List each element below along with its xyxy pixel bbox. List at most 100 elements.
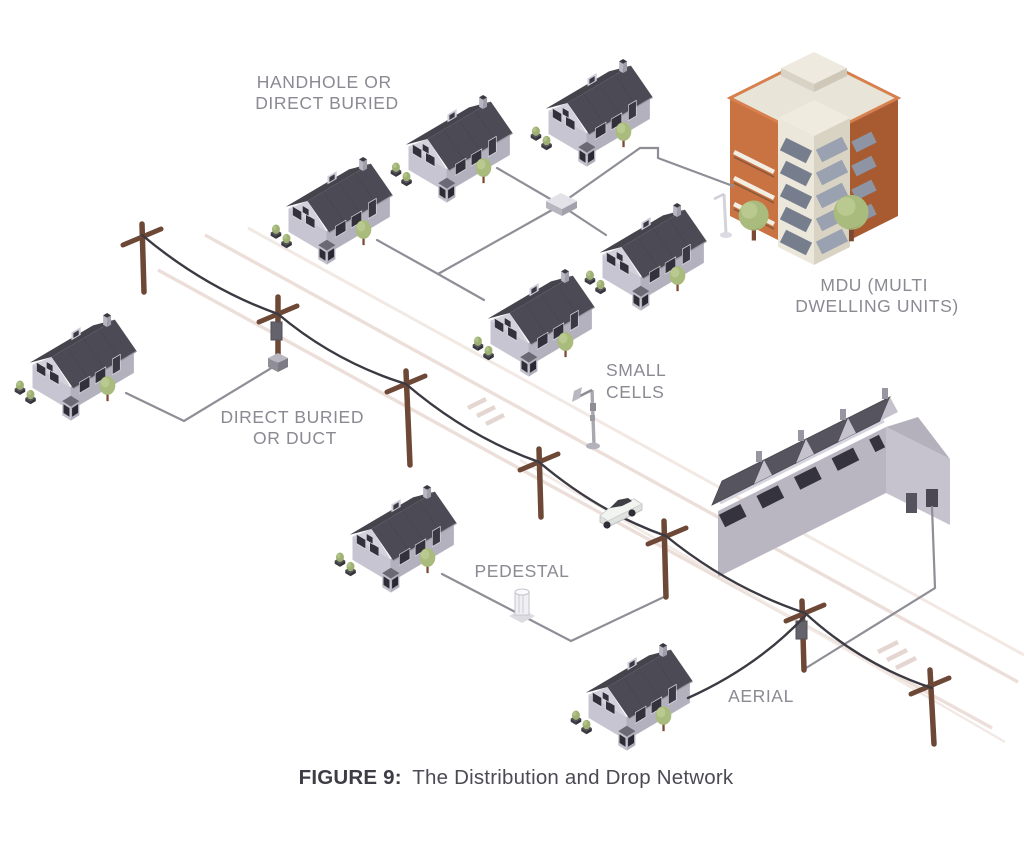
window bbox=[851, 179, 877, 201]
car-wheel bbox=[628, 509, 636, 517]
label-mdu: MDU (MULTI DWELLING UNITS) bbox=[795, 275, 959, 316]
balcony bbox=[732, 175, 776, 201]
base-box bbox=[278, 358, 288, 372]
label-line: CELLS bbox=[606, 382, 664, 402]
buried-cable-house1-house4 bbox=[375, 238, 486, 302]
window bbox=[779, 137, 813, 164]
handhole-side bbox=[546, 201, 562, 216]
gable-step bbox=[880, 397, 898, 421]
pole bbox=[927, 667, 937, 747]
window bbox=[815, 159, 849, 186]
road-dash bbox=[885, 647, 909, 663]
house-6 bbox=[15, 313, 137, 421]
buried-cable-handhole-junction bbox=[436, 208, 554, 276]
label-small-cells: SMALL CELLS bbox=[606, 360, 671, 402]
gable-step bbox=[796, 439, 814, 463]
road-edge bbox=[204, 233, 1019, 684]
townhouse-door bbox=[906, 493, 917, 513]
label-line: DIRECT BURIED bbox=[220, 407, 364, 427]
utility-pole-4 bbox=[517, 446, 561, 520]
lower-windows bbox=[718, 434, 886, 528]
label-line: HANDHOLE OR bbox=[257, 72, 392, 92]
small-cell-mast bbox=[722, 193, 728, 235]
pole-cabinet bbox=[270, 321, 283, 341]
chimney bbox=[756, 451, 762, 462]
utility-pole-7 bbox=[908, 667, 952, 747]
mdu-tree bbox=[738, 200, 769, 241]
mdu-tower-windows bbox=[779, 137, 813, 256]
window bbox=[779, 183, 813, 210]
label-line: SMALL bbox=[606, 360, 666, 380]
label-line: OR DUCT bbox=[253, 428, 337, 448]
house-7 bbox=[335, 485, 457, 593]
house-5 bbox=[585, 203, 707, 311]
road-edge bbox=[247, 226, 1024, 657]
house-3 bbox=[531, 59, 653, 167]
label-line: PEDESTAL bbox=[475, 561, 570, 581]
window bbox=[779, 206, 813, 233]
window bbox=[779, 229, 813, 256]
car bbox=[599, 498, 643, 529]
small-cell-pole-1 bbox=[572, 387, 600, 450]
buried-cable-handhole-house5 bbox=[566, 208, 608, 237]
balcony-shadow bbox=[733, 156, 775, 178]
road-dash bbox=[475, 404, 497, 419]
mdu-tower-top bbox=[778, 100, 850, 136]
window bbox=[815, 136, 849, 163]
house-2 bbox=[391, 95, 513, 203]
figure-caption: FIGURE 9: The Distribution and Drop Netw… bbox=[299, 766, 734, 789]
road-edge bbox=[157, 268, 993, 730]
road-dash bbox=[894, 655, 918, 671]
label-line: MDU (MULTI bbox=[820, 275, 928, 295]
house-8 bbox=[571, 643, 693, 751]
small-cell-antenna bbox=[572, 387, 582, 402]
car-windows bbox=[610, 498, 632, 508]
buried-cable-house7-pedestal-pole bbox=[440, 572, 668, 643]
window bbox=[815, 228, 849, 255]
house-1 bbox=[271, 157, 393, 265]
label-handhole: HANDHOLE OR DIRECT BURIED bbox=[255, 72, 399, 113]
window bbox=[815, 182, 849, 209]
buried-cable-handhole-mdu bbox=[567, 146, 735, 200]
utility-box bbox=[926, 489, 938, 507]
label-pedestal: PEDESTAL bbox=[475, 561, 570, 581]
label-line: AERIAL bbox=[728, 686, 794, 706]
window bbox=[851, 131, 877, 153]
window bbox=[851, 155, 877, 177]
small-cell-pole-2 bbox=[713, 192, 732, 238]
car-wheel bbox=[603, 521, 611, 529]
townhouse-row bbox=[711, 388, 950, 577]
small-cell-arm bbox=[713, 192, 725, 201]
chimney bbox=[882, 388, 888, 399]
base-box bbox=[268, 358, 278, 372]
buried-cable-house2-handhole bbox=[495, 166, 554, 202]
buried-cable-townhouse-pole bbox=[804, 505, 937, 670]
label-aerial: AERIAL bbox=[728, 686, 794, 706]
buried-cable-pole-house6 bbox=[124, 362, 280, 423]
small-cell-base bbox=[720, 232, 732, 238]
chimney bbox=[798, 430, 804, 441]
aerial-distribution-cable bbox=[140, 233, 934, 690]
crossarm bbox=[120, 226, 164, 248]
handhole-lid bbox=[546, 193, 577, 209]
balcony-shadow bbox=[733, 182, 775, 204]
small-cell-radio bbox=[590, 415, 595, 421]
crossarm bbox=[908, 675, 952, 697]
caption-text: The Distribution and Drop Network bbox=[412, 766, 734, 789]
mdu-penthouse bbox=[814, 68, 847, 92]
pedestal bbox=[509, 588, 535, 623]
road-dash bbox=[466, 396, 488, 411]
gable-step bbox=[754, 460, 772, 484]
handhole bbox=[546, 193, 577, 216]
buried-cables bbox=[124, 146, 937, 670]
road-markings bbox=[466, 396, 918, 671]
pole bbox=[661, 518, 669, 600]
small-cell-radio bbox=[590, 403, 596, 411]
aerial-drop-house8 bbox=[686, 614, 807, 700]
pedestal-top bbox=[514, 588, 530, 596]
balcony bbox=[732, 149, 776, 175]
label-line: DIRECT BURIED bbox=[255, 93, 399, 113]
gable-step bbox=[838, 418, 856, 442]
